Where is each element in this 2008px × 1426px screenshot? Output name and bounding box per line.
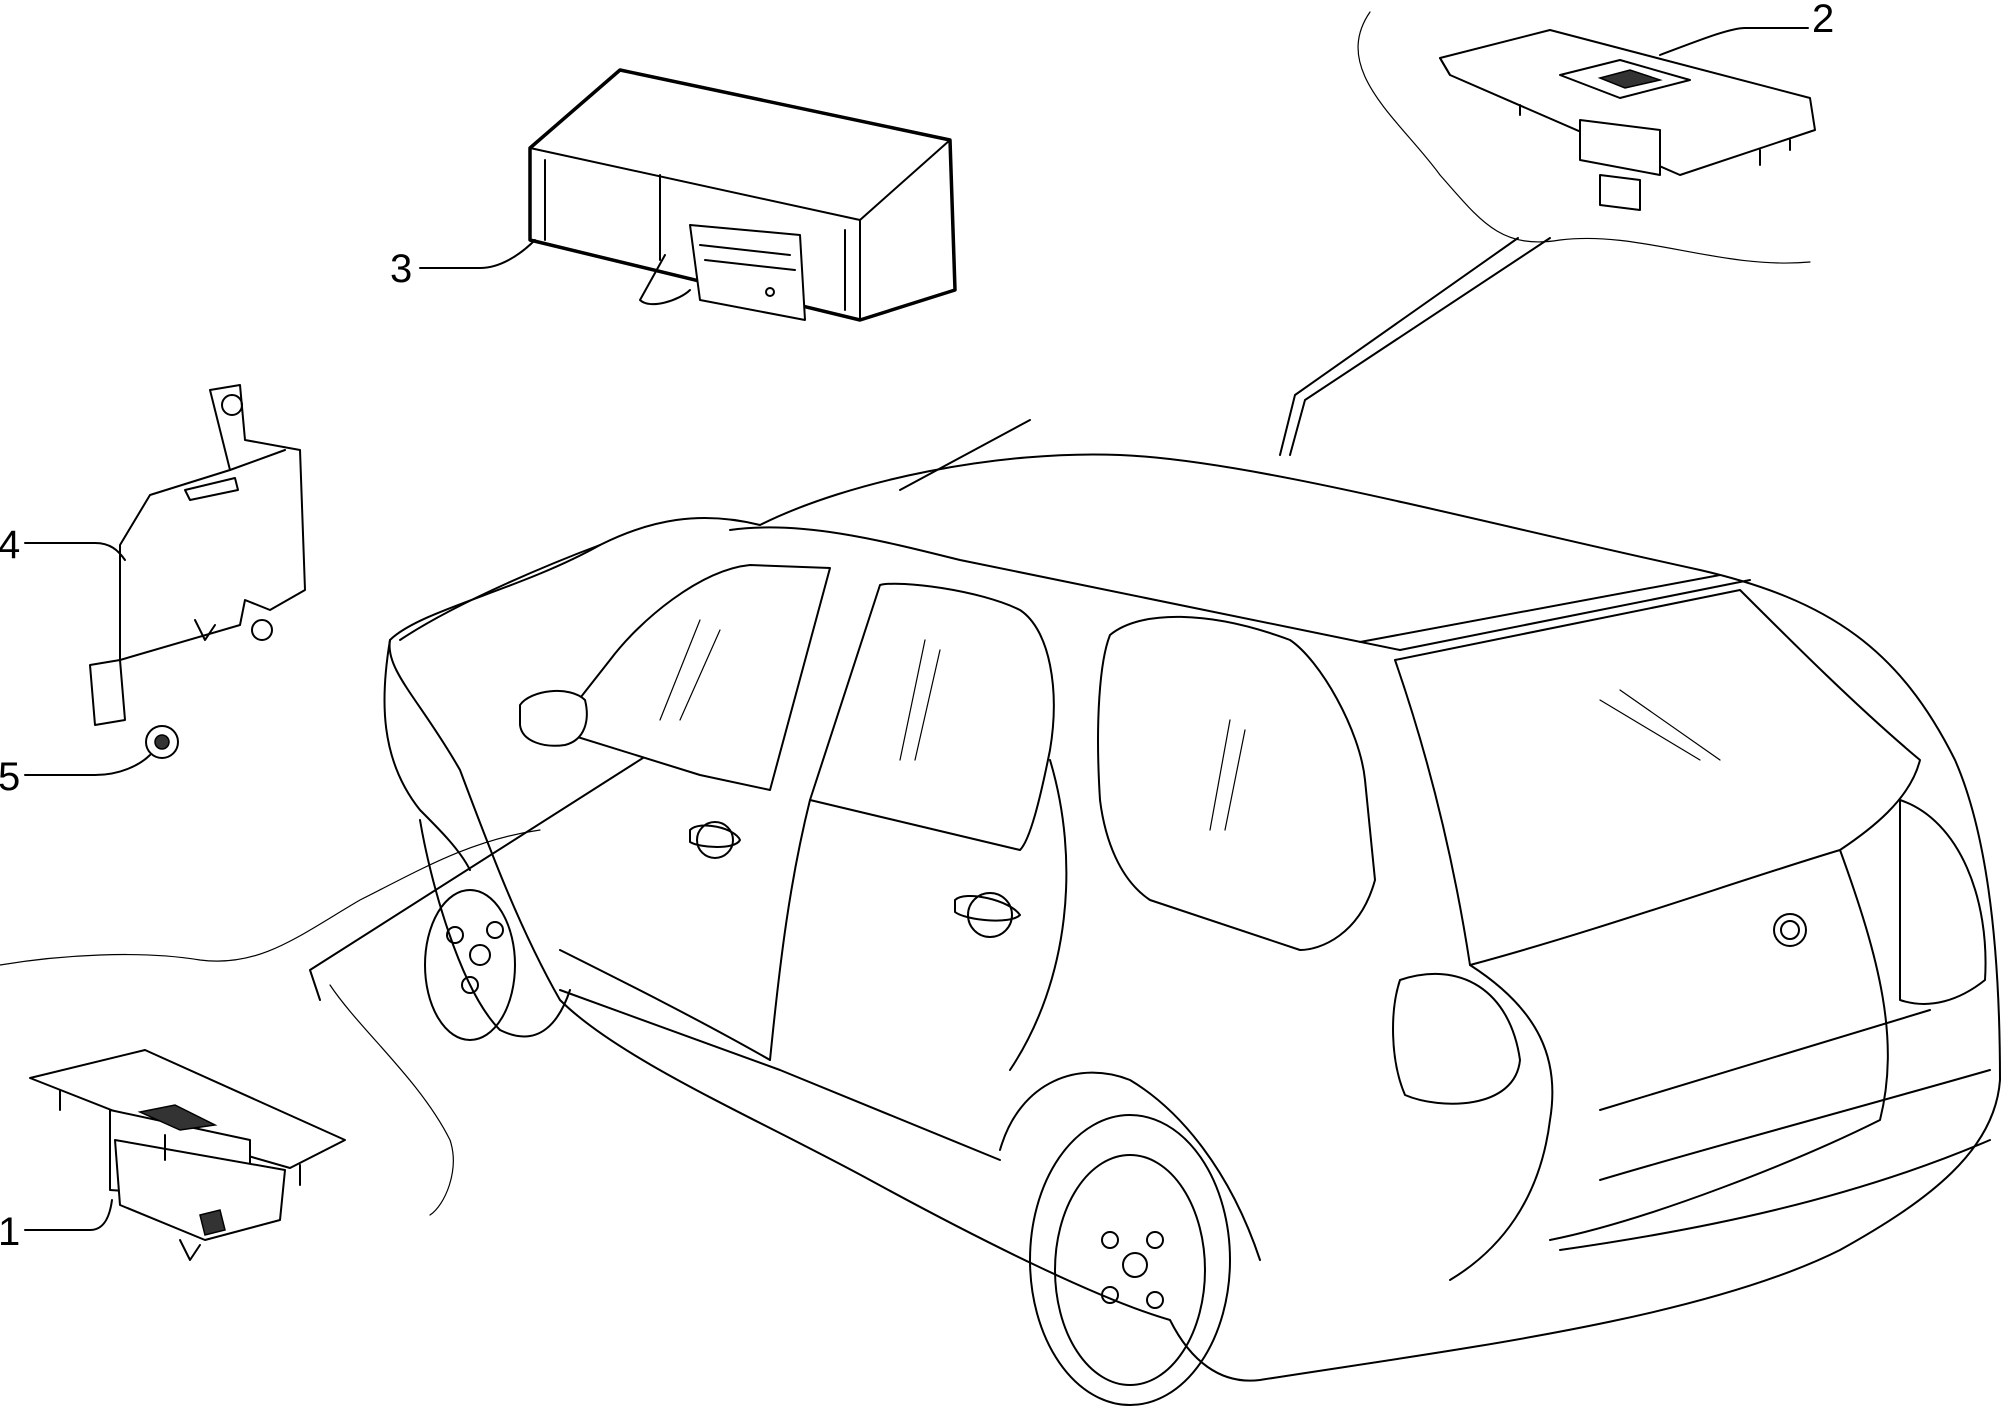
callout-2: 2 <box>1812 0 1834 41</box>
part-2-switch-panel <box>1439 29 1816 211</box>
part-1-switch-panel <box>29 1049 346 1261</box>
rear-wheel <box>1101 1231 1164 1309</box>
car-illustration <box>383 419 2001 1406</box>
callout-1: 1 <box>0 1210 20 1254</box>
callout-5: 5 <box>0 755 20 799</box>
callout-labels: 1 2 3 4 5 <box>0 0 1834 1254</box>
part-3-control-unit <box>528 68 957 322</box>
front-wheel <box>446 921 504 994</box>
callout-3: 3 <box>390 247 412 291</box>
callout-4: 4 <box>0 523 20 567</box>
location-leaders <box>309 237 1551 1001</box>
callout-leaders <box>24 27 1809 1231</box>
part-5-nut <box>145 725 179 759</box>
background-contour-lines <box>0 11 1811 1216</box>
part-4-bracket <box>89 384 306 726</box>
